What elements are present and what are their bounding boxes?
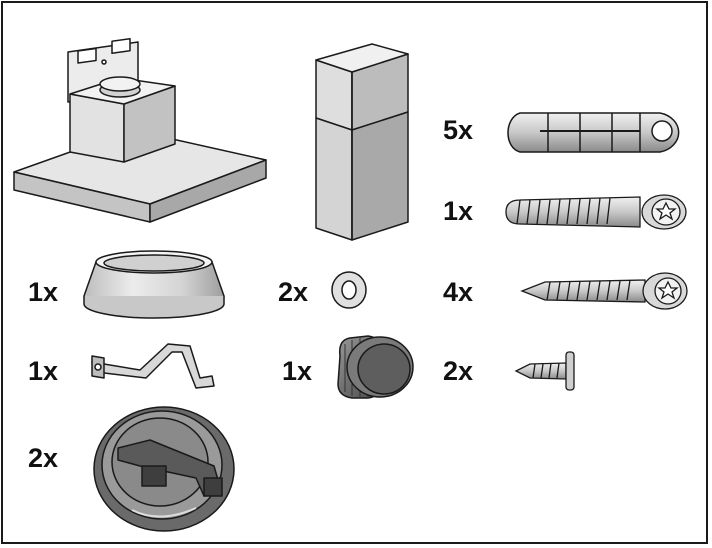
flange-clip-icon	[93, 406, 235, 532]
wall-plug-icon	[507, 112, 680, 153]
small-screw-icon	[514, 351, 575, 391]
torx-screw-quantity: 4x	[443, 277, 474, 307]
flange-quantity: 2x	[28, 443, 59, 473]
chimney-duct-icon	[315, 43, 409, 241]
small-screw-quantity: 2x	[443, 356, 474, 386]
knob-icon	[337, 335, 414, 399]
bracket-quantity: 1x	[28, 356, 59, 386]
torx-screw-icon	[520, 272, 688, 310]
long-screw-icon	[505, 194, 687, 230]
duct-ring-quantity: 1x	[28, 277, 59, 307]
long-screw-quantity: 1x	[443, 196, 474, 226]
wall-anchor-quantity: 5x	[443, 115, 474, 145]
bracket-icon	[91, 343, 215, 389]
knob-quantity: 1x	[282, 356, 313, 386]
duct-adapter-ring-icon	[83, 250, 225, 319]
range-hood-icon	[13, 37, 267, 223]
washer-quantity: 2x	[278, 277, 309, 307]
washer-icon	[331, 271, 367, 309]
